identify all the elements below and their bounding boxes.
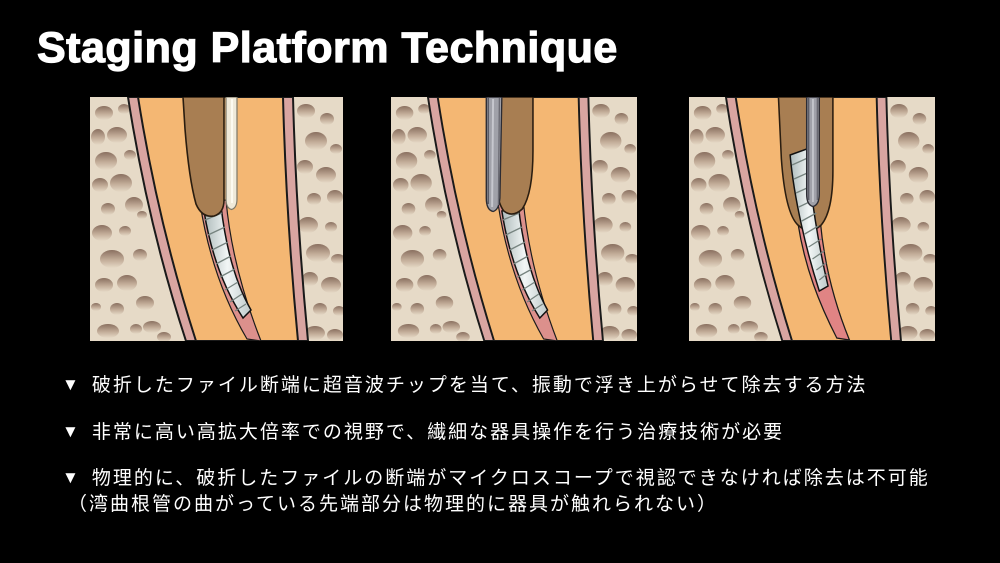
- coronal-canal-preparation: [182, 97, 225, 218]
- bullet-item-1: ▼ 破折したファイル断端に超音波チップを当て、振動で浮き上がらせて除去する方法: [62, 373, 868, 398]
- illustration-step-1-broken-file: [90, 97, 343, 341]
- triangle-bullet-icon: ▼: [62, 375, 81, 394]
- file-fragment-flutes: [791, 157, 829, 281]
- illustration-step-2-ultrasonic-tip: [391, 97, 637, 341]
- bullet-note: （湾曲根管の曲がっている先端部分は物理的に器具が触れられない）: [68, 494, 719, 515]
- triangle-bullet-icon: ▼: [62, 468, 81, 487]
- triangle-bullet-icon: ▼: [62, 422, 81, 441]
- ultrasonic-tip-edge-dark2: [497, 97, 501, 206]
- page-title: Staging Platform Technique: [36, 24, 618, 72]
- ultrasonic-tip-icon: [485, 97, 503, 213]
- bullet-text: 物理的に、破折したファイルの断端がマイクロスコープで視認できなければ除去は不可能: [91, 468, 930, 489]
- bullet-text: 破折したファイル断端に超音波チップを当て、振動で浮き上がらせて除去する方法: [91, 375, 868, 396]
- bullet-item-3: ▼ 物理的に、破折したファイルの断端がマイクロスコープで視認できなければ除去は不可…: [62, 466, 930, 517]
- bullet-text: 非常に高い高拡大倍率での視野で、繊細な器具操作を行う治療技術が必要: [91, 422, 785, 443]
- bullet-item-2: ▼ 非常に高い高拡大倍率での視野で、繊細な器具操作を行う治療技術が必要: [62, 420, 784, 445]
- illustration-step-3-fragment-lifted: [689, 97, 935, 341]
- ultrasonic-tip-highlight: [491, 98, 495, 208]
